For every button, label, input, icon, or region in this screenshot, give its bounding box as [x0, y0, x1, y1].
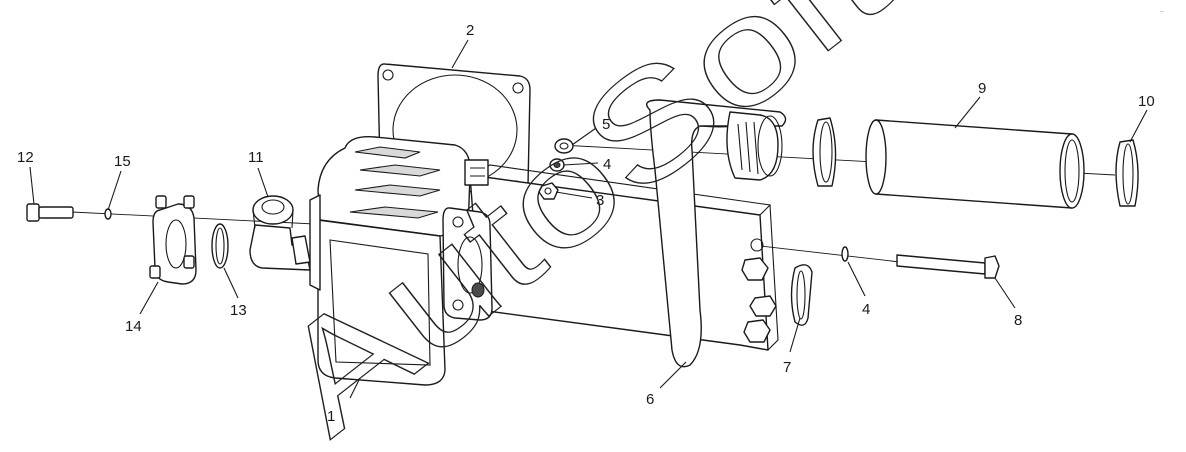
callout-12: 12 [17, 149, 34, 166]
callout-5: 5 [602, 116, 610, 133]
callout-2: 2 [466, 22, 474, 39]
part-7-gasket [790, 264, 813, 326]
callout-14: 14 [125, 318, 142, 335]
callout-10: 10 [1138, 93, 1155, 110]
part-13-oring [211, 223, 229, 269]
callout-9: 9 [978, 80, 986, 97]
part-11-elbow-fitting [249, 195, 311, 271]
callout-6: 6 [646, 391, 654, 408]
outlet-flange [442, 207, 493, 321]
callout-8: 8 [1014, 312, 1022, 329]
part-15-washer [104, 208, 112, 220]
part-8-long-bolt [896, 254, 1000, 279]
callout-7: 7 [783, 359, 791, 376]
part-12-bolt [26, 203, 74, 222]
part-6-curved-pipe [646, 99, 787, 368]
callout-4a: 4 [603, 156, 611, 173]
part-1-compressor-housing [309, 136, 489, 386]
corner-mark: .. [1160, 7, 1164, 14]
callout-3: 3 [596, 192, 604, 209]
parts-3-4-5-fasteners [538, 138, 574, 200]
callout-4b: 4 [862, 301, 870, 318]
part-10-end-clamp [1115, 139, 1139, 207]
callout-11: 11 [248, 149, 264, 166]
leader-lines [29, 39, 1148, 399]
callout-labels: 1 2 3 4 4 5 6 7 8 9 10 11 12 13 14 15 [17, 22, 1155, 425]
hose-clamp [812, 117, 837, 187]
part-4-washer-right [841, 246, 849, 262]
callout-13: 13 [230, 302, 247, 319]
callout-15: 15 [114, 153, 131, 170]
part-9-sleeve-tube [865, 119, 1085, 209]
callout-1: 1 [327, 408, 335, 425]
part-14-flange [149, 195, 197, 285]
